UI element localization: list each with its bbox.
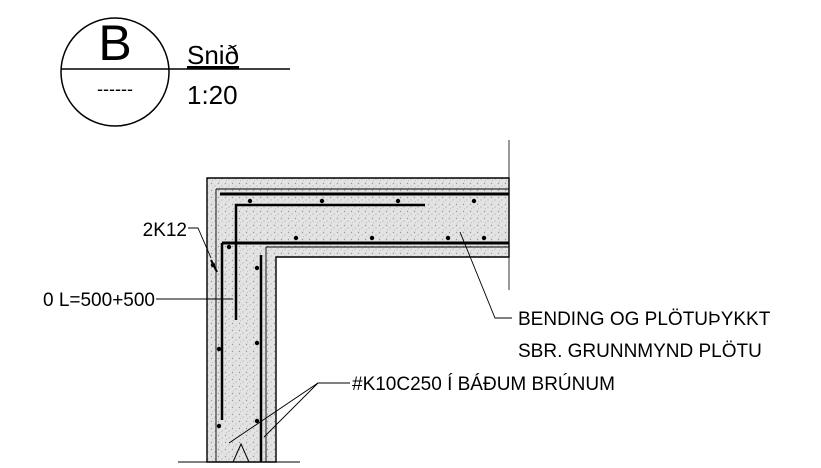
bar-dot <box>247 198 253 204</box>
break-symbol <box>232 442 250 463</box>
concrete-body <box>206 177 510 463</box>
drawing-scale: 1:20 <box>187 80 238 110</box>
bar-dot <box>293 235 299 241</box>
leader-slab-note <box>459 231 512 319</box>
bar-dot <box>226 244 232 250</box>
bar-dot <box>254 418 260 424</box>
label-slab-note-1: BENDING OG PLÖTUÞYKKT <box>518 309 771 330</box>
annotation-text: 2K12 0 L=500+500 BENDING OG PLÖTUÞYKKT S… <box>43 220 771 395</box>
leaders <box>156 227 512 444</box>
bar-hook <box>210 259 218 273</box>
leader-2k12 <box>188 227 212 259</box>
corner-l-bar <box>234 203 425 320</box>
bar-dot <box>445 235 451 241</box>
bar-dot <box>369 235 375 241</box>
concrete-section <box>178 140 510 463</box>
concrete-cover-line <box>215 188 509 462</box>
leader-wall-mesh-outer <box>263 382 319 438</box>
bar-dot <box>395 198 401 204</box>
label-top-bars: 2K12 <box>143 220 187 241</box>
bar-dot <box>471 198 477 204</box>
reference-sheet: ------ <box>97 79 133 99</box>
label-slab-note-2: SBR. GRUNNMYND PLÖTU <box>518 341 762 362</box>
reinforcement <box>210 192 509 462</box>
bar-dot <box>319 198 325 204</box>
bar-dot <box>254 340 260 346</box>
bar-dot <box>254 265 260 271</box>
section-marker: B ------ Snið 1:20 <box>60 15 290 127</box>
bar-dot <box>481 235 487 241</box>
section-title: Snið <box>187 40 239 70</box>
label-wall-mesh: #K10C250 Í BÁÐUM BRÚNUM <box>352 373 615 395</box>
section-letter: B <box>98 15 131 71</box>
marker-circle <box>60 17 170 127</box>
bar-dot <box>216 423 222 429</box>
label-corner-bar: 0 L=500+500 <box>43 290 155 311</box>
bar-dot <box>216 346 222 352</box>
